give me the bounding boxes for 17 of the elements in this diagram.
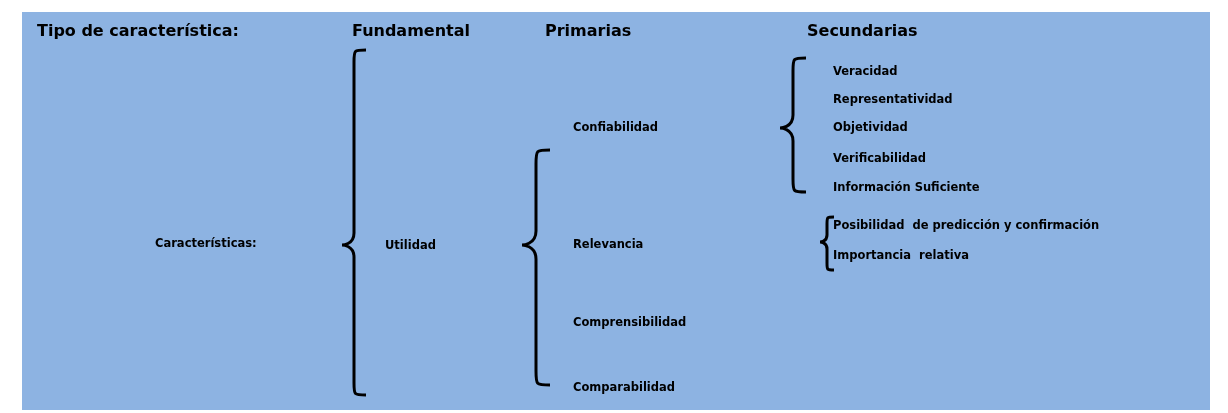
category-label: Relevancia xyxy=(573,237,644,251)
category-label: Objetividad xyxy=(833,120,908,134)
category-label: Representatividad xyxy=(833,92,953,106)
column-heading: Fundamental xyxy=(352,20,470,40)
category-label: Comparabilidad xyxy=(573,380,676,394)
category-label: Verificabilidad xyxy=(833,151,927,165)
category-label: Confiabilidad xyxy=(573,120,659,134)
category-label: Veracidad xyxy=(833,64,898,78)
column-heading: Primarias xyxy=(545,20,632,40)
row-label: Características: xyxy=(155,236,257,250)
column-heading: Tipo de característica: xyxy=(37,20,239,40)
category-label: Importancia relativa xyxy=(833,248,969,262)
column-heading: Secundarias xyxy=(807,20,918,40)
category-label: Información Suficiente xyxy=(833,180,980,194)
category-label: Posibilidad de predicción y confirmación xyxy=(833,218,1100,232)
category-label: Comprensibilidad xyxy=(573,315,687,329)
category-label: Utilidad xyxy=(385,238,436,252)
